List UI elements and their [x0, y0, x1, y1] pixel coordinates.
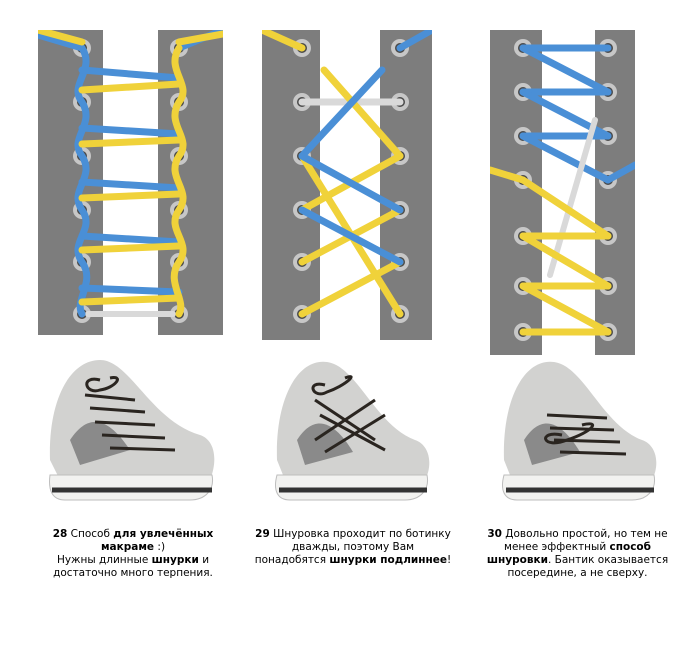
lace-blue [38, 30, 223, 318]
lace-yellow [490, 166, 612, 336]
lacing-diagram-28 [38, 30, 223, 335]
shoe-panel-right [595, 30, 635, 355]
lacing-diagram-29 [262, 30, 432, 340]
caption-30: 30 Довольно простой, но тем не менее эфф… [486, 528, 669, 579]
sneaker-photo-30 [502, 361, 657, 501]
sneaker-photo-29 [275, 361, 430, 501]
sneaker-photo-28 [49, 360, 215, 501]
shoe-panel-right [158, 30, 223, 335]
caption-28: 28 Способ для увлечённых макраме :) Нужн… [52, 528, 214, 579]
lace-blue [298, 30, 432, 266]
lace-blue [519, 44, 635, 184]
lacing-diagram-30 [490, 30, 635, 355]
lace-yellow [38, 30, 223, 318]
shoe-panel-left [262, 30, 320, 340]
lace-white-diagonal [547, 117, 598, 278]
shoe-panel-left [490, 30, 542, 355]
caption-29: 29 Шнуровка проходит по ботинку дважды, … [254, 528, 452, 566]
shoe-panel-right [380, 30, 432, 340]
